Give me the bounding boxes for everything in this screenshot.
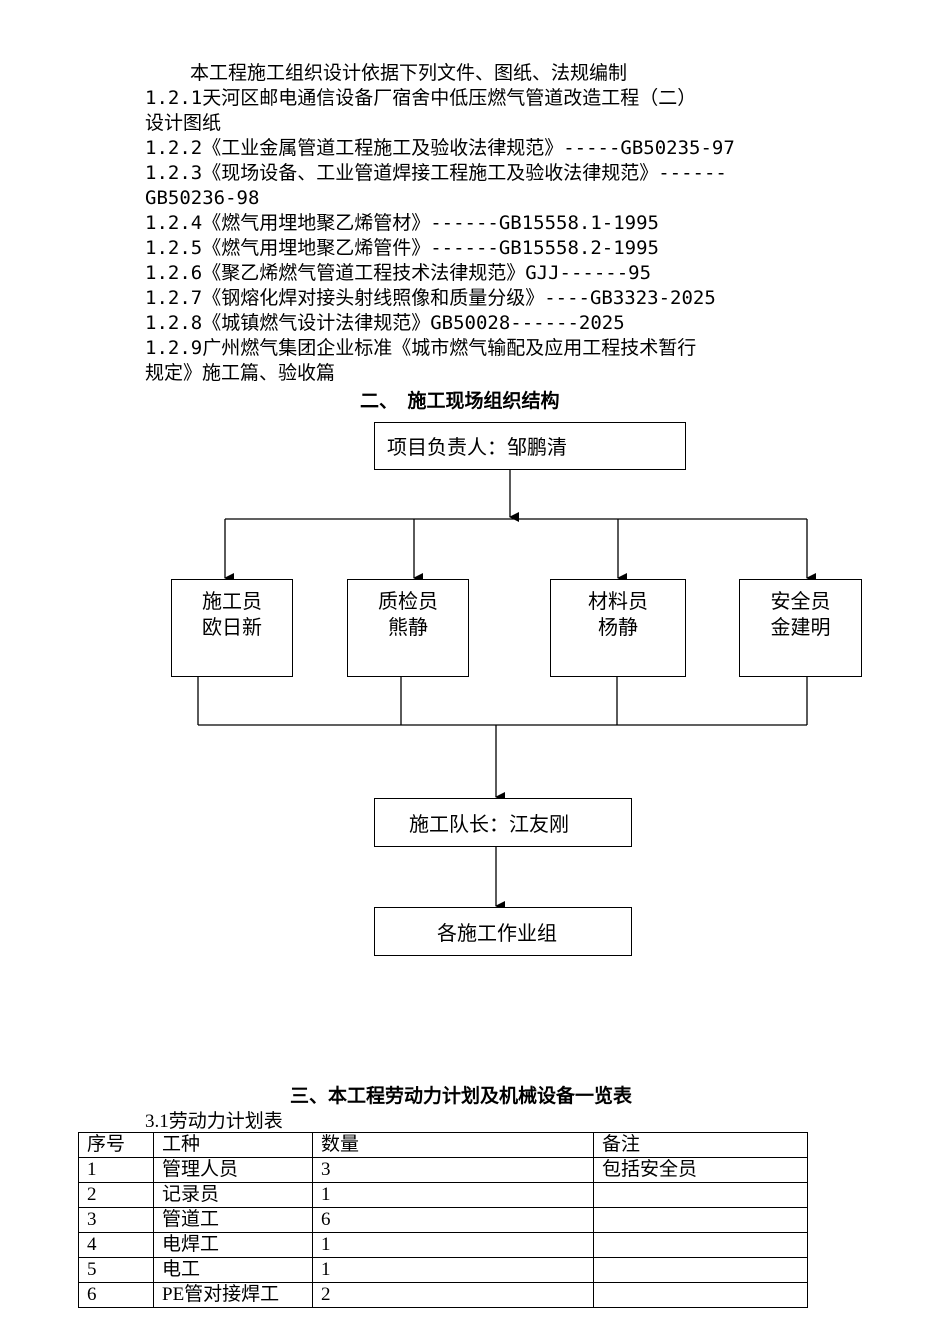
- table-cell: [593, 1257, 808, 1283]
- table-cell: 6: [78, 1282, 154, 1308]
- basis-line: 设计图纸: [145, 112, 222, 134]
- basis-line: 1.2.5《燃气用埋地聚乙烯管件》------GB15558.2-1995: [145, 237, 659, 259]
- section3-title: 三、本工程劳动力计划及机械设备一览表: [290, 1085, 633, 1107]
- table-cell: 包括安全员: [593, 1157, 808, 1183]
- org-role: 安全员: [770, 589, 831, 613]
- table-cell: [593, 1182, 808, 1208]
- table-row: 4 电焊工 1: [78, 1232, 808, 1258]
- org-box-label: 施工队长：江友刚: [409, 812, 569, 836]
- basis-line: GB50236-98: [145, 187, 260, 209]
- table-row: 5 电工 1: [78, 1257, 808, 1283]
- org-box-label: 项目负责人：邹鹏清: [387, 435, 567, 459]
- basis-line: 1.2.2《工业金属管道工程施工及验收法律规范》-----GB50235-97: [145, 137, 735, 159]
- table-cell: 5: [78, 1257, 154, 1283]
- table-cell: 2: [78, 1182, 154, 1208]
- table-cell: [593, 1282, 808, 1308]
- table-cell: 记录员: [153, 1182, 313, 1208]
- table-cell: 1: [312, 1182, 594, 1208]
- org-person: 金建明: [770, 615, 831, 639]
- table-header-cell: 工种: [153, 1132, 313, 1158]
- labor-plan-table: 序号 工种 数量 备注 1 管理人员 3 包括安全员 2 记录员 1 3 管道工…: [78, 1132, 808, 1308]
- org-person: 熊静: [388, 615, 428, 639]
- table-cell: 3: [78, 1207, 154, 1233]
- basis-line: 1.2.8《城镇燃气设计法律规范》GB50028------2025: [145, 312, 625, 334]
- table-row: 1 管理人员 3 包括安全员: [78, 1157, 808, 1183]
- table-cell: 4: [78, 1232, 154, 1258]
- org-person: 欧日新: [202, 615, 262, 639]
- table-cell: 管理人员: [153, 1157, 313, 1183]
- basis-line: 1.2.7《钢熔化焊对接头射线照像和质量分级》----GB3323-2025: [145, 287, 716, 309]
- table-row: 2 记录员 1: [78, 1182, 808, 1208]
- section2-title: 二、 施工现场组织结构: [360, 390, 560, 412]
- table-cell: [593, 1232, 808, 1258]
- table-cell: 6: [312, 1207, 594, 1233]
- org-person: 杨静: [598, 615, 638, 639]
- org-box-constructor: 施工员 欧日新: [171, 579, 293, 677]
- table-cell: 1: [312, 1257, 594, 1283]
- basis-line: 规定》施工篇、验收篇: [145, 362, 336, 384]
- table-title: 3.1劳动力计划表: [145, 1111, 283, 1132]
- org-box-team-leader: 施工队长：江友刚: [374, 798, 632, 847]
- org-box-work-groups: 各施工作业组: [374, 907, 632, 956]
- table-header-cell: 备注: [593, 1132, 808, 1158]
- basis-line: 1.2.6《聚乙烯燃气管道工程技术法律规范》GJJ------95: [145, 262, 652, 284]
- table-cell: 1: [312, 1232, 594, 1258]
- table-cell: 电工: [153, 1257, 313, 1283]
- basis-line: 1.2.9广州燃气集团企业标准《城市燃气输配及应用工程技术暂行: [145, 337, 697, 359]
- table-cell: PE管对接焊工: [153, 1282, 313, 1308]
- org-box-project-manager: 项目负责人：邹鹏清: [374, 422, 686, 470]
- table-header-cell: 数量: [312, 1132, 594, 1158]
- table-header-row: 序号 工种 数量 备注: [78, 1132, 808, 1158]
- org-role: 施工员: [202, 589, 262, 613]
- org-box-quality: 质检员 熊静: [347, 579, 469, 677]
- table-cell: 管道工: [153, 1207, 313, 1233]
- org-box-safety: 安全员 金建明: [739, 579, 862, 677]
- table-cell: [593, 1207, 808, 1233]
- org-chart-connectors: [197, 470, 816, 911]
- table-row: 6 PE管对接焊工 2: [78, 1282, 808, 1308]
- table-cell: 电焊工: [153, 1232, 313, 1258]
- basis-line: 1.2.1天河区邮电通信设备厂宿舍中低压燃气管道改造工程（二）: [145, 87, 697, 109]
- basis-line: 1.2.4《燃气用埋地聚乙烯管材》------GB15558.1-1995: [145, 212, 659, 234]
- org-box-label: 各施工作业组: [437, 921, 557, 945]
- basis-intro: 本工程施工组织设计依据下列文件、图纸、法规编制: [190, 62, 628, 84]
- table-row: 3 管道工 6: [78, 1207, 808, 1233]
- org-role: 材料员: [588, 589, 648, 613]
- table-cell: 2: [312, 1282, 594, 1308]
- table-cell: 3: [312, 1157, 594, 1183]
- table-cell: 1: [78, 1157, 154, 1183]
- basis-line: 1.2.3《现场设备、工业管道焊接工程施工及验收法律规范》------: [145, 162, 727, 184]
- org-role: 质检员: [378, 589, 438, 613]
- org-box-material: 材料员 杨静: [550, 579, 686, 677]
- table-header-cell: 序号: [78, 1132, 154, 1158]
